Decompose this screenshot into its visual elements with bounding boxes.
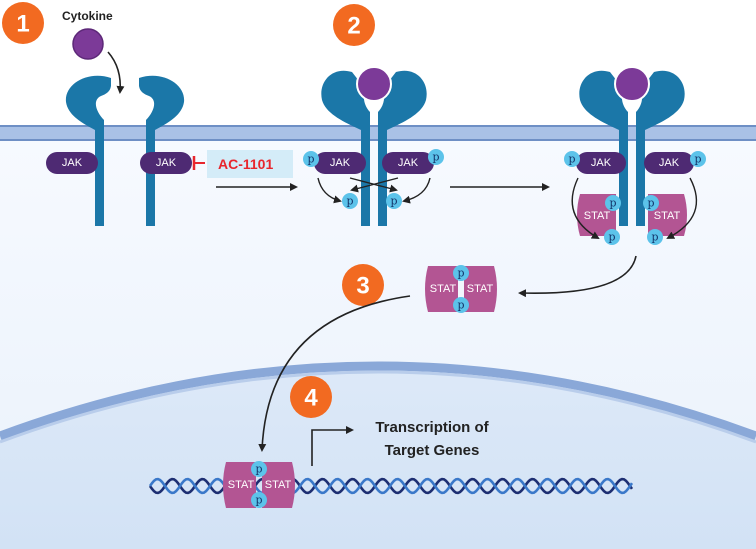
jak-left-stage1: JAK	[46, 152, 98, 174]
svg-text:p: p	[694, 153, 701, 166]
cytokine-bound-stage2	[356, 66, 392, 102]
phospho-receptor-right-stage3: p	[643, 195, 659, 211]
phospho-jak-left-stage2: p	[303, 151, 319, 167]
svg-text:p: p	[255, 494, 262, 507]
stat-phosphorylation-arrows	[571, 177, 698, 240]
transcription-label-line2: Target Genes	[385, 442, 480, 459]
svg-text:p: p	[457, 267, 464, 280]
extracellular-space	[0, 0, 756, 128]
step-badge-4: 4	[290, 376, 332, 418]
inhibitor-ac-1101: AC-1101	[192, 150, 293, 178]
nucleus	[0, 361, 756, 549]
svg-text:STAT: STAT	[228, 479, 255, 491]
svg-text:STAT: STAT	[467, 283, 494, 295]
svg-text:p: p	[390, 195, 397, 208]
svg-text:JAK: JAK	[330, 157, 351, 169]
svg-text:JAK: JAK	[156, 157, 177, 169]
receptor-right-stage3	[636, 70, 685, 226]
receptor-left-stage1	[65, 75, 111, 226]
svg-text:1: 1	[16, 11, 29, 38]
svg-text:p: p	[255, 463, 262, 476]
svg-text:JAK: JAK	[398, 157, 419, 169]
svg-text:JAK: JAK	[659, 157, 680, 169]
svg-text:STAT: STAT	[584, 210, 611, 222]
jak-right-stage1: JAK	[140, 152, 192, 174]
svg-text:STAT: STAT	[654, 210, 681, 222]
svg-text:2: 2	[347, 13, 360, 40]
svg-text:3: 3	[356, 273, 369, 300]
cytokine-bound-stage3	[614, 66, 650, 102]
receptor-left-stage2	[321, 70, 370, 226]
arrow-dimer-to-nucleus	[258, 295, 411, 452]
transcription-start-arrow	[311, 426, 354, 466]
phospho-receptor-right-stage2: p	[386, 193, 402, 209]
receptor-right-stage2	[378, 70, 427, 226]
svg-text:p: p	[608, 231, 615, 244]
svg-text:p: p	[609, 197, 616, 210]
svg-text:p: p	[568, 153, 575, 166]
cytokine-ligand	[72, 28, 104, 60]
receptor-left-stage3	[579, 70, 628, 226]
svg-text:p: p	[647, 197, 654, 210]
svg-text:STAT: STAT	[430, 283, 457, 295]
stat-dimer-cytoplasm: STAT STAT p p	[425, 265, 497, 313]
phospho-jak-left-stage3: p	[564, 151, 580, 167]
svg-text:p: p	[457, 299, 464, 312]
svg-text:p: p	[651, 231, 658, 244]
step-badge-2: 2	[333, 4, 375, 46]
svg-text:4: 4	[304, 385, 318, 412]
stat-dimer-on-dna: STAT STAT p p	[223, 461, 295, 508]
step-badge-1: 1	[2, 2, 44, 44]
phospho-jak-right-stage3: p	[690, 151, 706, 167]
phospho-jak-right-stage2: p	[428, 149, 444, 165]
cytokine-label: Cytokine	[62, 9, 113, 23]
jak-right-stage3: JAK	[644, 152, 694, 174]
transcription-label-line1: Transcription of	[375, 419, 489, 436]
svg-text:p: p	[307, 153, 314, 166]
svg-text:JAK: JAK	[62, 157, 83, 169]
jak-right-stage2: JAK	[382, 152, 434, 174]
cytokine-binding-arrow	[107, 51, 125, 94]
jak-left-stage2: JAK	[314, 152, 366, 174]
phospho-receptor-left-stage3: p	[605, 195, 621, 211]
svg-text:JAK: JAK	[591, 157, 612, 169]
svg-text:p: p	[432, 151, 439, 164]
svg-text:STAT: STAT	[265, 479, 292, 491]
inhibitor-label: AC-1101	[218, 156, 273, 172]
arrow-stage3-to-dimer	[518, 255, 637, 298]
transphosphorylation-arrows	[317, 177, 431, 204]
step-badge-3: 3	[342, 264, 384, 306]
receptor-right-stage1	[139, 75, 185, 226]
phospho-stat-left-stage3: p	[604, 229, 620, 245]
jak-left-stage3: JAK	[576, 152, 626, 174]
svg-text:p: p	[346, 195, 353, 208]
phospho-receptor-left-stage2: p	[342, 193, 358, 209]
phospho-stat-right-stage3: p	[647, 229, 663, 245]
